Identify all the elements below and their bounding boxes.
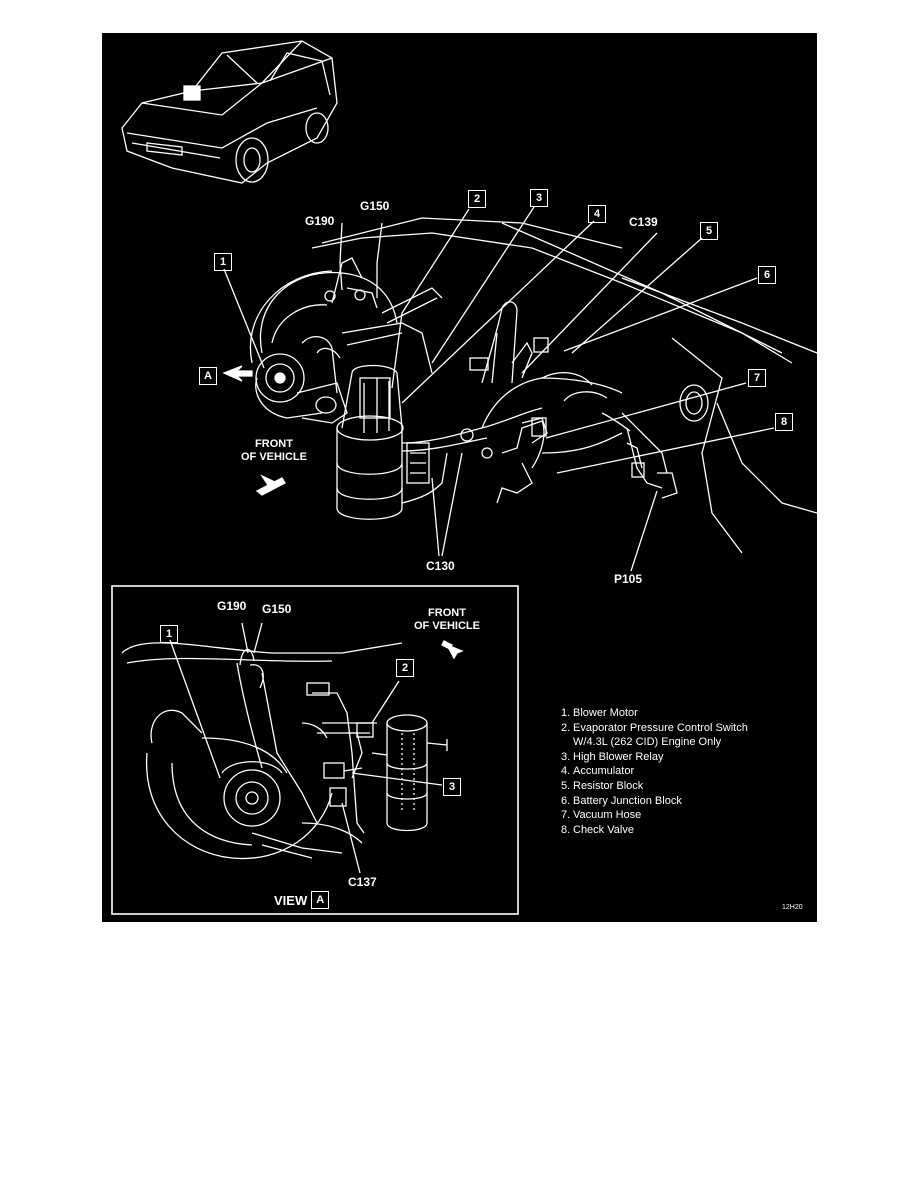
legend-item: 2.Evaporator Pressure Control Switch: [561, 721, 748, 734]
callout-view-a: A: [199, 367, 217, 385]
vehicle-thumbnail: [121, 40, 338, 184]
front-inset-line-1: FRONT: [428, 607, 466, 619]
callout-8: 8: [775, 413, 793, 431]
inset-callout-2: 2: [396, 659, 414, 677]
label-front-of-vehicle-inset: FRONT OF VEHICLE: [407, 607, 487, 633]
inset-callout-3: 3: [443, 778, 461, 796]
front-line-2: OF VEHICLE: [240, 451, 307, 463]
legend-item: 3.High Blower Relay: [561, 750, 664, 763]
engine-bay-drawing: [249, 217, 817, 554]
view-a-caption: VIEW A: [274, 891, 330, 909]
callout-7: 7: [748, 369, 766, 387]
callout-3: 3: [530, 189, 548, 207]
callout-2: 2: [468, 190, 486, 208]
label-c139: C139: [629, 215, 658, 229]
legend-item-continuation: W/4.3L (262 CID) Engine Only: [573, 736, 722, 749]
callout-6: 6: [758, 266, 776, 284]
inset-view: [111, 585, 519, 915]
label-g150-inset: G150: [262, 602, 292, 616]
legend-item: 4.Accumulator: [561, 765, 635, 778]
legend-item: 8.Check Valve: [561, 823, 634, 836]
leader-lines: [223, 206, 775, 572]
callout-4: 4: [588, 205, 606, 223]
callout-1: 1: [214, 253, 232, 271]
front-line-1: FRONT: [255, 438, 293, 450]
label-p105: P105: [614, 572, 643, 586]
view-a-box: A: [311, 891, 330, 909]
diagram-artwork: [111, 40, 817, 915]
label-g190-main: G190: [305, 214, 335, 228]
label-g150-main: G150: [360, 199, 390, 213]
figure-code: 12H20: [782, 904, 803, 911]
legend-item: 5.Resistor Block: [561, 779, 644, 792]
label-g190-inset: G190: [217, 599, 247, 613]
legend-item: 6.Battery Junction Block: [561, 794, 682, 807]
legend-item: 1.Blower Motor: [561, 707, 638, 719]
label-c137: C137: [348, 875, 377, 889]
inset-callout-1: 1: [160, 625, 178, 643]
front-inset-line-2: OF VEHICLE: [413, 620, 480, 632]
callout-5: 5: [700, 222, 718, 240]
label-front-of-vehicle-main: FRONT OF VEHICLE: [234, 438, 314, 464]
legend-item: 7.Vacuum Hose: [561, 809, 642, 822]
legend: 1.Blower Motor 2.Evaporator Pressure Con…: [561, 706, 748, 837]
direction-arrows: [222, 365, 464, 660]
label-c130: C130: [426, 559, 455, 573]
diagram-figure: G190 G150 C139 C130 P105 FRONT OF VEHICL…: [102, 33, 817, 922]
view-label: VIEW: [274, 892, 308, 908]
